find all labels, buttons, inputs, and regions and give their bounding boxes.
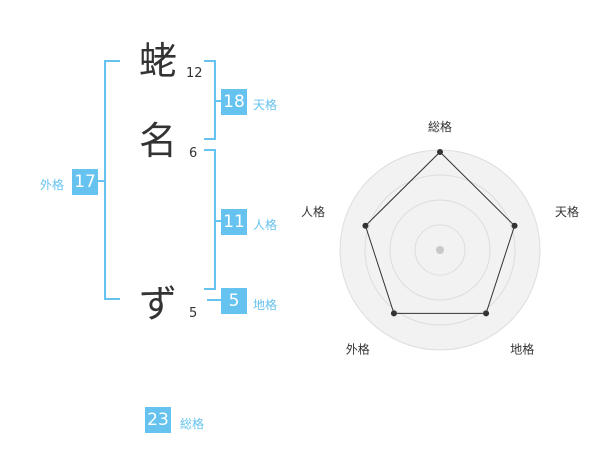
chikaku-value: 5 <box>221 288 247 314</box>
radar-data-point <box>511 222 518 229</box>
radar-axis-label: 地格 <box>510 342 534 357</box>
tenkaku-connector <box>216 100 222 102</box>
radar-ring <box>414 224 466 276</box>
radar-axis-label: 人格 <box>301 204 325 219</box>
chikaku-label: 地格 <box>253 298 278 312</box>
jinkaku-label: 人格 <box>253 218 278 232</box>
radar-data-point <box>390 310 397 317</box>
radar-data-point <box>483 310 490 317</box>
tenkaku-label: 天格 <box>253 98 278 112</box>
name-char-3: ず <box>138 282 177 326</box>
name-char-2: 名 <box>138 119 177 163</box>
radar-data-point <box>437 149 443 155</box>
chikaku-connector <box>207 299 222 301</box>
tenkaku-value: 18 <box>221 89 247 115</box>
gaikaku-label: 外格 <box>40 178 65 192</box>
stroke-count-1: 12 <box>186 66 203 81</box>
jinkaku-value: 11 <box>221 209 247 235</box>
radar-axis-label: 総格 <box>428 119 452 134</box>
radar-axis-label: 外格 <box>346 342 370 357</box>
radar-center-dot <box>436 246 444 254</box>
radar-ring <box>389 199 491 301</box>
radar-data-polygon <box>364 151 516 314</box>
stroke-count-3: 5 <box>189 306 198 321</box>
soukaku-value: 23 <box>145 407 171 433</box>
jinkaku-connector <box>216 220 222 222</box>
gaikaku-bracket <box>104 60 120 300</box>
name-char-1: 蛯 <box>138 39 177 83</box>
radar-data-point <box>362 222 369 229</box>
radar-axis-label: 天格 <box>555 204 579 219</box>
jinkaku-bracket <box>204 149 216 290</box>
radar-ring <box>364 174 516 326</box>
soukaku-label: 総格 <box>180 417 205 431</box>
stroke-count-2: 6 <box>189 146 198 161</box>
gaikaku-value: 17 <box>72 169 98 195</box>
tenkaku-bracket <box>204 60 216 140</box>
